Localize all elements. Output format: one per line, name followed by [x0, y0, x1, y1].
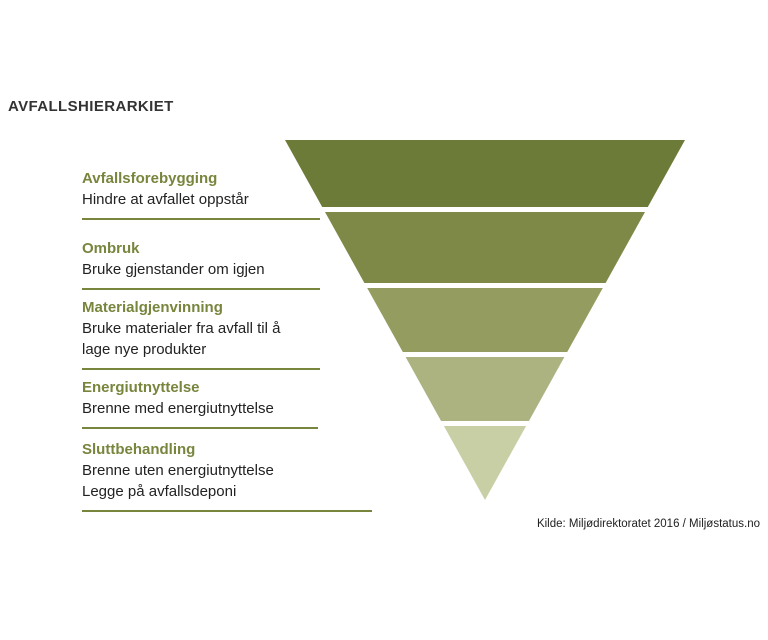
level-description-line: Hindre at avfallet oppstår: [82, 191, 249, 208]
level-heading: Avfallsforebygging: [82, 170, 218, 187]
level-description-line: Bruke materialer fra avfall til å: [82, 320, 281, 337]
level-label-sluttbehandling: Sluttbehandling Brenne uten energiutnytt…: [82, 439, 372, 512]
level-label-ombruk: Ombruk Bruke gjenstander om igjen: [82, 238, 320, 290]
level-heading: Materialgjenvinning: [82, 299, 223, 316]
page-title: AVFALLSHIERARKIET: [8, 98, 174, 115]
pyramid-segment-1: [285, 140, 685, 207]
level-description-line: Legge på avfallsdeponi: [82, 483, 237, 500]
source-credit: Kilde: Miljødirektoratet 2016 / Miljøsta…: [536, 518, 760, 530]
level-heading: Energiutnyttelse: [82, 379, 200, 396]
level-description-line: Bruke gjenstander om igjen: [82, 261, 265, 278]
level-label-avfallsforebygging: Avfallsforebygging Hindre at avfallet op…: [82, 168, 320, 220]
pyramid-segment-5: [443, 426, 527, 500]
level-heading: Sluttbehandling: [82, 441, 196, 458]
level-label-materialgjenvinning: Materialgjenvinning Bruke materialer fra…: [82, 297, 320, 370]
pyramid-segment-4: [405, 357, 565, 421]
pyramid-segment-2: [325, 212, 645, 283]
level-description-line: Brenne uten energiutnyttelse: [82, 462, 274, 479]
level-description-line: Brenne med energiutnyttelse: [82, 400, 274, 417]
level-heading: Ombruk: [82, 240, 140, 257]
level-description-line: lage nye produkter: [82, 341, 207, 358]
level-label-energiutnyttelse: Energiutnyttelse Brenne med energiutnytt…: [82, 377, 318, 429]
pyramid-segment-3: [367, 288, 603, 352]
